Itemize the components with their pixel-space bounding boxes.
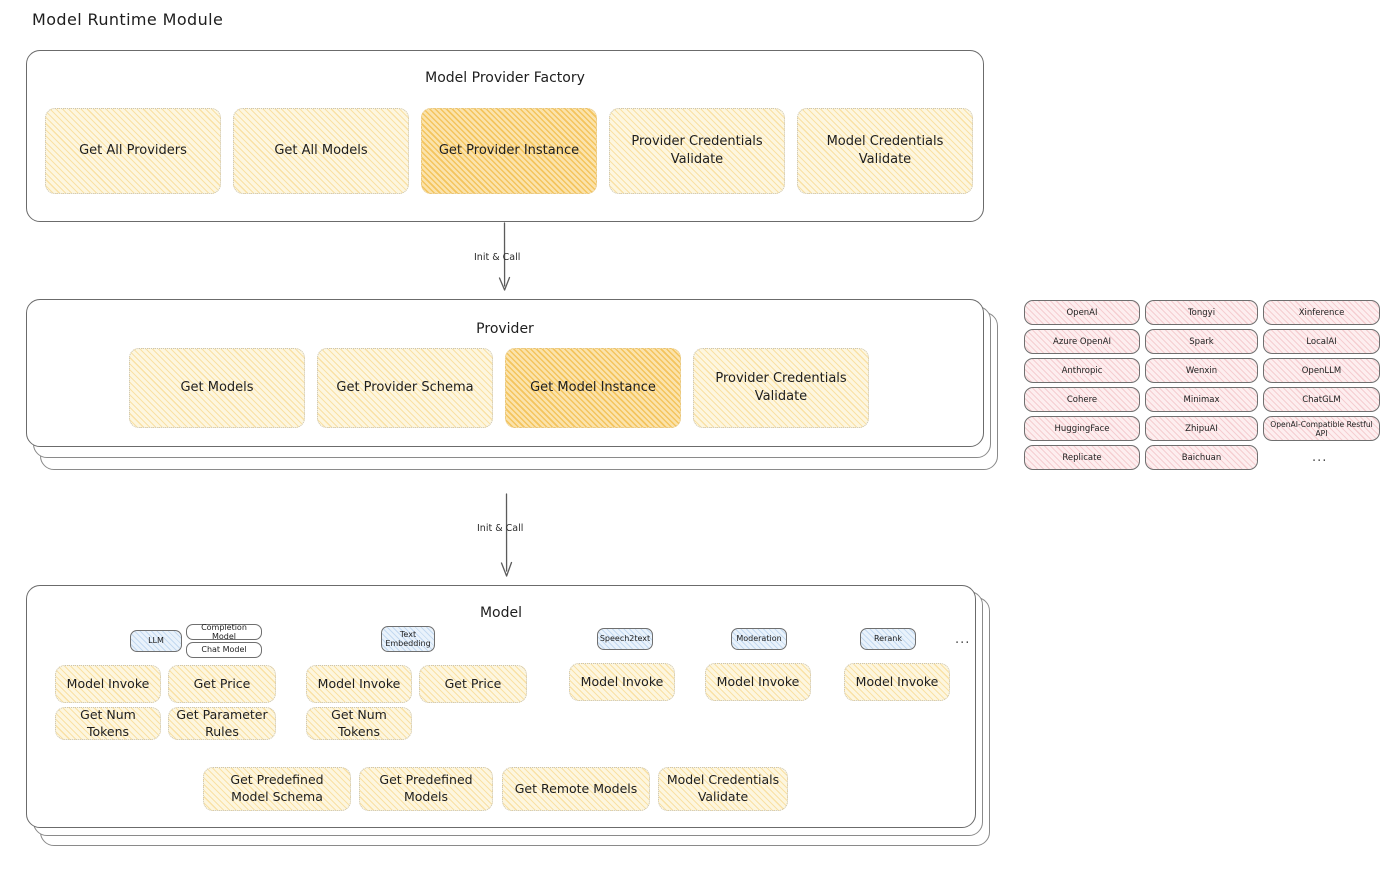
provider-box-get-models[interactable]: Get Models bbox=[129, 348, 305, 428]
model-subchip-completion-model[interactable]: Completion Model bbox=[186, 623, 262, 641]
model-text-embedding-box-model-invoke[interactable]: Model Invoke bbox=[306, 665, 412, 703]
model-card: Model LLM Completion Model Chat Model Mo… bbox=[26, 585, 976, 828]
model-type-chip-rerank[interactable]: Rerank bbox=[860, 628, 916, 650]
provider-pill-openai-compatible-restful-api[interactable]: OpenAI-Compatible Restful API bbox=[1263, 416, 1380, 441]
provider-box-get-model-instance[interactable]: Get Model Instance bbox=[505, 348, 681, 428]
provider-pill-openai[interactable]: OpenAI bbox=[1024, 300, 1140, 325]
model-llm-box-get-parameter-rules[interactable]: Get Parameter Rules bbox=[168, 707, 276, 740]
model-type-chip-moderation[interactable]: Moderation bbox=[731, 628, 787, 650]
provider-pill-minimax[interactable]: Minimax bbox=[1145, 387, 1258, 412]
model-llm-box-get-num-tokens[interactable]: Get Num Tokens bbox=[55, 707, 161, 740]
model-rerank-box-model-invoke[interactable]: Model Invoke bbox=[844, 663, 950, 701]
provider-pill-localai[interactable]: LocalAI bbox=[1263, 329, 1380, 354]
model-box-get-remote-models[interactable]: Get Remote Models bbox=[502, 767, 650, 811]
model-llm-box-model-invoke[interactable]: Model Invoke bbox=[55, 665, 161, 703]
provider-title: Provider bbox=[476, 321, 534, 337]
provider-pill-baichuan[interactable]: Baichuan bbox=[1145, 445, 1258, 470]
provider-pill-anthropic[interactable]: Anthropic bbox=[1024, 358, 1140, 383]
provider-pill-tongyi[interactable]: Tongyi bbox=[1145, 300, 1258, 325]
arrow-factory-to-provider bbox=[498, 222, 511, 291]
factory-box-get-all-providers[interactable]: Get All Providers bbox=[45, 108, 221, 194]
provider-pill-xinference[interactable]: Xinference bbox=[1263, 300, 1380, 325]
arrow-provider-to-model bbox=[500, 493, 513, 577]
model-llm-box-get-price[interactable]: Get Price bbox=[168, 665, 276, 703]
model-type-chip-llm[interactable]: LLM bbox=[130, 630, 182, 652]
model-types-ellipsis: ... bbox=[955, 632, 971, 647]
page-title: Model Runtime Module bbox=[32, 10, 224, 29]
model-moderation-box-model-invoke[interactable]: Model Invoke bbox=[705, 663, 811, 701]
factory-box-get-all-models[interactable]: Get All Models bbox=[233, 108, 409, 194]
provider-pill-zhipuai[interactable]: ZhipuAI bbox=[1145, 416, 1258, 441]
arrow-label-init-and-call-2: Init & Call bbox=[477, 523, 524, 534]
provider-list-ellipsis: ... bbox=[1312, 450, 1328, 465]
model-provider-factory-card: Model Provider Factory Get All Providers… bbox=[26, 50, 984, 222]
model-box-get-predefined-models[interactable]: Get Predefined Models bbox=[359, 767, 493, 811]
model-speech2text-box-model-invoke[interactable]: Model Invoke bbox=[569, 663, 675, 701]
provider-pill-wenxin[interactable]: Wenxin bbox=[1145, 358, 1258, 383]
factory-box-model-credentials-validate[interactable]: Model Credentials Validate bbox=[797, 108, 973, 194]
factory-box-provider-credentials-validate[interactable]: Provider Credentials Validate bbox=[609, 108, 785, 194]
provider-list: OpenAI Azure OpenAI Anthropic Cohere Hug… bbox=[1024, 300, 1384, 475]
factory-box-get-provider-instance[interactable]: Get Provider Instance bbox=[421, 108, 597, 194]
model-box-get-predefined-model-schema[interactable]: Get Predefined Model Schema bbox=[203, 767, 351, 811]
model-title: Model bbox=[479, 605, 523, 621]
provider-pill-azure-openai[interactable]: Azure OpenAI bbox=[1024, 329, 1140, 354]
provider-pill-huggingface[interactable]: HuggingFace bbox=[1024, 416, 1140, 441]
model-box-model-credentials-validate[interactable]: Model Credentials Validate bbox=[658, 767, 788, 811]
model-type-chip-text-embedding[interactable]: Text Embedding bbox=[381, 626, 435, 652]
model-type-chip-speech2text[interactable]: Speech2text bbox=[597, 628, 653, 650]
arrow-label-init-and-call-1: Init & Call bbox=[474, 252, 521, 263]
provider-box-get-provider-schema[interactable]: Get Provider Schema bbox=[317, 348, 493, 428]
provider-pill-chatglm[interactable]: ChatGLM bbox=[1263, 387, 1380, 412]
model-text-embedding-box-get-price[interactable]: Get Price bbox=[419, 665, 527, 703]
provider-pill-cohere[interactable]: Cohere bbox=[1024, 387, 1140, 412]
provider-pill-replicate[interactable]: Replicate bbox=[1024, 445, 1140, 470]
model-text-embedding-box-get-num-tokens[interactable]: Get Num Tokens bbox=[306, 707, 412, 740]
model-subchip-chat-model[interactable]: Chat Model bbox=[186, 642, 262, 658]
provider-pill-spark[interactable]: Spark bbox=[1145, 329, 1258, 354]
model-provider-factory-title: Model Provider Factory bbox=[425, 70, 585, 86]
provider-pill-openllm[interactable]: OpenLLM bbox=[1263, 358, 1380, 383]
provider-box-provider-credentials-validate[interactable]: Provider Credentials Validate bbox=[693, 348, 869, 428]
provider-card: Provider Get Models Get Provider Schema … bbox=[26, 299, 984, 447]
